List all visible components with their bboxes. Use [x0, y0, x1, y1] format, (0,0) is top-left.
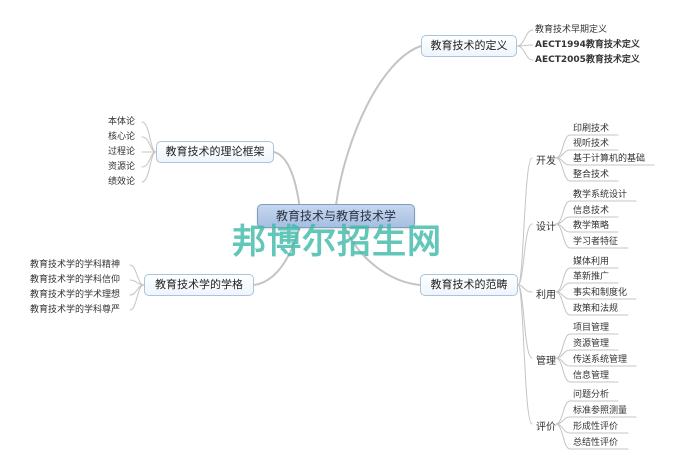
leaf-line — [516, 45, 534, 61]
item-line — [555, 149, 619, 159]
topic-definition[interactable]: 教育技术的定义 — [421, 35, 517, 57]
item-line — [555, 291, 629, 316]
scope-item[interactable]: 信息技术 — [573, 206, 610, 216]
scope-item[interactable]: 传送系统管理 — [573, 355, 628, 365]
theory-item[interactable]: 绩效论 — [108, 177, 136, 187]
scope-item[interactable]: 项目管理 — [573, 323, 610, 333]
theory-item[interactable]: 核心论 — [108, 132, 136, 142]
scope-category-design[interactable]: 设计 — [536, 222, 556, 233]
scope-item[interactable]: 政策和法规 — [573, 304, 619, 314]
item-line — [555, 357, 619, 383]
item-line — [555, 216, 619, 225]
leaf-line — [129, 284, 145, 311]
item-line — [555, 416, 637, 425]
category-line — [517, 157, 533, 286]
item-line — [555, 200, 637, 225]
scope-item[interactable]: 标准参照测量 — [573, 406, 628, 416]
scope-item[interactable]: 印刷技术 — [573, 124, 610, 134]
scope-category-manage[interactable]: 管理 — [536, 356, 556, 367]
leaf-line — [516, 29, 534, 47]
scope-item[interactable]: 信息管理 — [573, 371, 610, 381]
scope-item[interactable]: 视听技术 — [573, 139, 610, 149]
definition-item[interactable]: 教育技术早期定义 — [535, 25, 608, 35]
definition-item[interactable]: AECT1994教育技术定义 — [535, 40, 640, 50]
theory-item[interactable]: 资源论 — [108, 162, 136, 172]
topic-discipline[interactable]: 教育技术学的学格 — [144, 274, 254, 296]
leaf-line — [141, 151, 157, 183]
branch-line-scope — [344, 227, 421, 286]
item-line — [555, 157, 619, 182]
discipline-item[interactable]: 教育技术学的学术理想 — [30, 290, 121, 300]
topic-theory-framework[interactable]: 教育技术的理论框架 — [156, 141, 274, 163]
scope-item[interactable]: 问题分析 — [573, 390, 610, 400]
scope-item[interactable]: 媒体利用 — [573, 257, 610, 267]
theory-item[interactable]: 本体论 — [108, 117, 136, 127]
scope-category-develop[interactable]: 开发 — [536, 156, 556, 167]
scope-item[interactable]: 形成性评价 — [573, 422, 619, 432]
scope-item[interactable]: 总结性评价 — [573, 438, 619, 448]
discipline-item[interactable]: 教育技术学的学科尊严 — [30, 305, 121, 315]
item-line — [555, 282, 619, 293]
topic-scope[interactable]: 教育技术的范畴 — [420, 274, 518, 296]
branch-line-discipline — [253, 225, 301, 286]
discipline-item[interactable]: 教育技术学的学科信仰 — [30, 275, 121, 285]
scope-item[interactable]: 教学策略 — [573, 221, 610, 231]
scope-category-evaluate[interactable]: 评价 — [536, 422, 556, 433]
branch-line-theory — [273, 151, 301, 211]
branch-line-definition — [335, 45, 422, 206]
scope-category-utilize[interactable]: 利用 — [536, 290, 556, 301]
category-line — [517, 284, 533, 359]
item-line — [555, 349, 619, 359]
scope-item[interactable]: 基于计算机的基础 — [573, 154, 646, 164]
category-line — [517, 284, 533, 293]
item-line — [555, 423, 629, 450]
theory-item[interactable]: 过程论 — [108, 147, 136, 157]
scope-item[interactable]: 学习者特征 — [573, 237, 619, 247]
discipline-item[interactable]: 教育技术学的学科精神 — [30, 260, 121, 270]
item-line — [555, 333, 619, 359]
category-line — [517, 284, 533, 425]
scope-item[interactable]: 革新推广 — [573, 272, 610, 282]
central-topic[interactable]: 教育技术与教育技术学 — [257, 204, 415, 228]
scope-item[interactable]: 事实和制度化 — [573, 288, 628, 298]
item-line — [555, 223, 629, 249]
definition-item[interactable]: AECT2005教育技术定义 — [535, 55, 640, 65]
scope-item[interactable]: 资源管理 — [573, 339, 610, 349]
scope-item[interactable]: 整合技术 — [573, 170, 610, 180]
scope-item[interactable]: 教学系统设计 — [573, 190, 628, 200]
category-line — [517, 223, 533, 286]
site-watermark: 邦博尔招生网 — [232, 222, 442, 262]
item-line — [555, 400, 619, 425]
